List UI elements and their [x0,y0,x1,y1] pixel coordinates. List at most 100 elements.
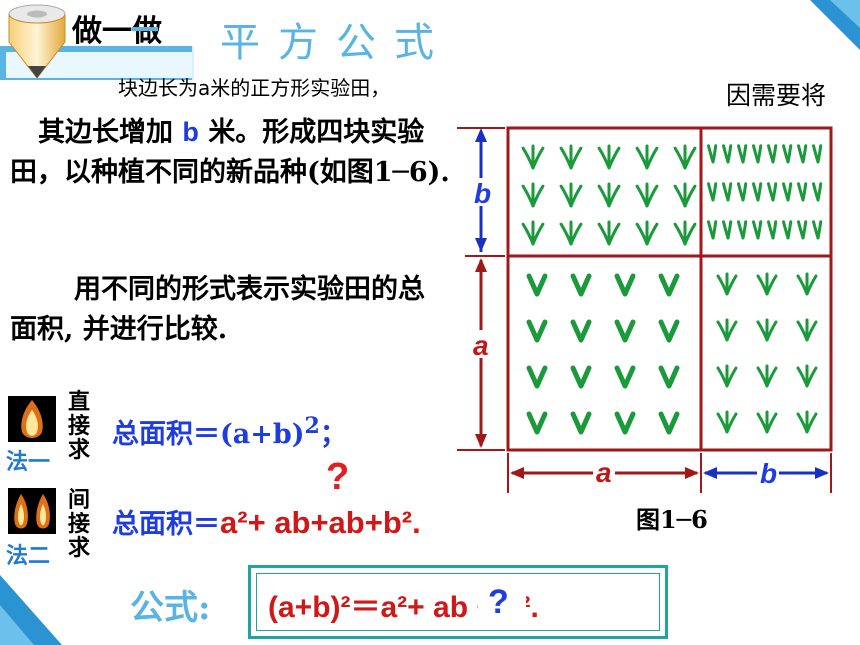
formula-label: 公式: [130,588,211,628]
field-diagram: b a a b [457,126,833,493]
grass-tuft [782,144,793,164]
grass-tuft [812,182,823,202]
grass-tuft [570,411,592,435]
figure-caption: 图1─6 [636,505,708,534]
grass-tuft [716,318,738,342]
grass-tuft [521,144,545,170]
grass-tuft [737,182,748,202]
grass-tuft [614,411,636,435]
variable-b: b [182,117,199,147]
method1-label: 法一 [6,449,51,475]
header-label: 做一做 [72,14,162,49]
grass-tuft [559,182,583,208]
label-b-bottom: b [760,458,777,489]
grass-tuft [526,319,548,343]
grass-tuft [570,319,592,343]
grass-tuft [797,144,808,164]
problem-text-2: 米。形成四块实验田，以种植不同的新品种(如图1─6). [10,117,450,188]
grass-tuft [570,365,592,389]
grass-tuft [614,365,636,389]
corner-decoration [810,0,860,50]
problem-paragraph: 其边长增加 b 米。形成四块实验田，以种植不同的新品种(如图1─6). [10,112,450,193]
grass-tuft [796,272,818,296]
grass-pattern [521,144,823,435]
grass-tuft [614,319,636,343]
grass-tuft [756,272,778,296]
grass-tuft [796,410,818,434]
grass-tuft [782,182,793,202]
grass-tuft [782,220,793,240]
grass-tuft [521,220,545,246]
grass-tuft [756,410,778,434]
grass-tuft [716,410,738,434]
formula-box [248,565,668,639]
grass-tuft [526,273,548,297]
grass-tuft [658,319,680,343]
grass-tuft [673,144,697,170]
grass-tuft [756,364,778,388]
formula-blank [478,585,526,619]
grass-tuft [796,318,818,342]
grass-tuft [658,273,680,297]
grass-tuft [597,144,621,170]
grass-tuft [797,220,808,240]
header-strike [132,27,158,31]
method2-label: 法二 [6,543,51,569]
grass-tuft [767,220,778,240]
grass-tuft [570,273,592,297]
grass-tuft [716,364,738,388]
label-b-left: b [474,178,491,209]
problem-text-1: 其边长增加 [38,117,173,148]
intro-text: 块边长为a米的正方形实验田， [118,76,391,100]
grass-tuft [756,318,778,342]
grass-tuft [658,411,680,435]
grass-tuft [722,220,733,240]
grass-tuft [658,365,680,389]
flame-icon [8,396,56,442]
method2-side-text: 间接求 [67,487,90,561]
label-a-bottom: a [596,457,612,488]
grass-tuft [737,144,748,164]
grass-tuft [707,220,718,240]
grass-tuft [716,272,738,296]
method2-formula: 总面积＝a²+ ab+ab+b². [112,505,421,540]
comparison-text: 用不同的形式表示实验田的总面积, 并进行比较. [10,274,425,345]
grass-tuft [526,365,548,389]
grass-tuft [722,182,733,202]
method1-side-text: 直接求 [67,389,90,463]
grass-tuft [635,182,659,208]
grass-tuft [797,182,808,202]
formula-box-inner [256,573,660,631]
grass-tuft [597,220,621,246]
grass-tuft [526,411,548,435]
question-mark-icon: ? [326,456,350,498]
intro-text-right: 因需要将 [726,81,827,110]
grass-tuft [673,220,697,246]
flame-pair-icon [8,488,56,534]
grass-tuft [812,220,823,240]
formula-question-icon: ? [488,583,509,621]
corner-decoration [0,575,62,645]
grass-tuft [752,144,763,164]
grass-tuft [767,144,778,164]
grass-tuft [722,144,733,164]
grass-tuft [559,220,583,246]
grass-tuft [635,220,659,246]
method1-formula: 总面积＝(a+b)2； [112,413,347,450]
grass-tuft [559,144,583,170]
grass-tuft [707,144,718,164]
grass-tuft [673,182,697,208]
grass-tuft [812,144,823,164]
grass-tuft [737,220,748,240]
grass-tuft [521,182,545,208]
grass-tuft [796,364,818,388]
comparison-paragraph: 用不同的形式表示实验田的总面积, 并进行比较. [10,270,450,350]
grass-tuft [752,182,763,202]
page-title: 平方公式 [220,21,452,65]
grass-tuft [752,220,763,240]
grass-tuft [767,182,778,202]
label-a-left: a [473,330,489,361]
grass-tuft [707,182,718,202]
pencil-icon [8,4,66,79]
field-frame [506,126,833,452]
